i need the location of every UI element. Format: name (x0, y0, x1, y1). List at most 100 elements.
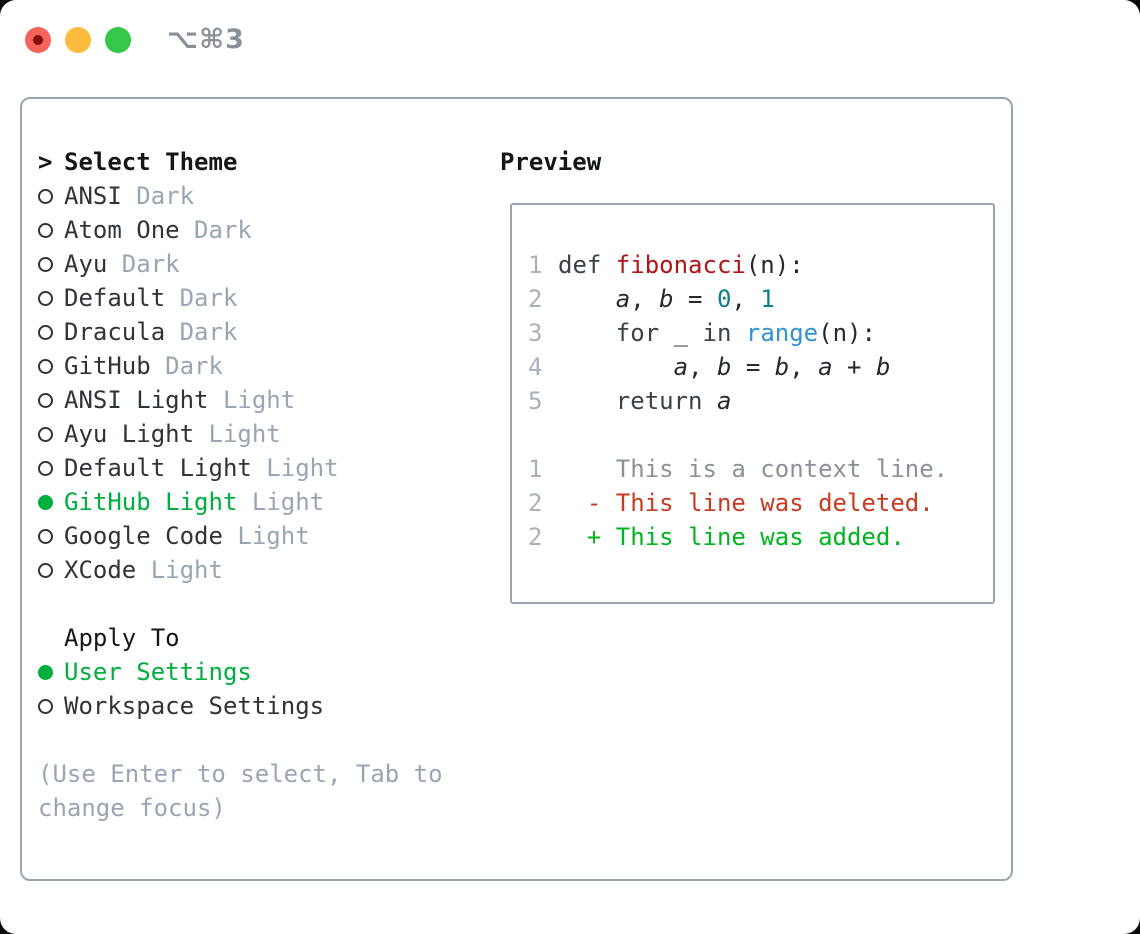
theme-option[interactable]: XCode Light (38, 553, 478, 587)
radio-icon (38, 358, 53, 374)
line-number: 3 (528, 319, 543, 347)
radio-icon (38, 562, 53, 578)
code-segment-plain (558, 387, 616, 415)
code-segment-plain: , (688, 353, 717, 381)
theme-option[interactable]: ANSI Dark (38, 179, 478, 213)
line-number: 4 (528, 353, 543, 381)
option-tag: Light (237, 488, 325, 516)
code-segment-context: This is a context line. (558, 455, 949, 483)
close-button[interactable] (25, 26, 51, 53)
code-segment-plain (558, 285, 616, 313)
option-label: GitHub Light (64, 488, 238, 516)
select-theme-title: Select Theme (64, 148, 238, 176)
code-segment-plain: , (731, 285, 761, 313)
code-segment-keyword: def (558, 251, 616, 279)
spacer (38, 723, 478, 757)
radio-icon (38, 256, 53, 272)
code-segment-number: 0 (716, 285, 732, 313)
apply-to-title: Apply To (64, 624, 180, 652)
option-label: Dracula (64, 318, 166, 346)
code-segment-keyword: for (615, 319, 660, 347)
radio-icon (38, 698, 53, 714)
code-segment-deleted: - This line was deleted. (558, 489, 934, 517)
apply-option[interactable]: User Settings (38, 655, 478, 689)
theme-option[interactable]: GitHub Light Light (38, 485, 478, 519)
code-segment-plain (558, 319, 616, 347)
radio-icon (38, 392, 53, 408)
option-label: Ayu (64, 250, 108, 278)
option-label: Default Light (64, 454, 252, 482)
option-label: Default (64, 284, 166, 312)
code-line: 3 for _ in range(n): (528, 319, 993, 353)
code-segment-plain: (n): (745, 251, 804, 279)
code-segment-function: fibonacci (615, 251, 746, 279)
theme-option[interactable]: Atom One Dark (38, 213, 478, 247)
theme-option[interactable]: Ayu Light Light (38, 417, 478, 451)
option-label: XCode (64, 556, 137, 584)
radio-icon (38, 528, 53, 544)
theme-option[interactable]: Default Dark (38, 281, 478, 315)
option-tag: Light (136, 556, 223, 584)
code-line: 2 + This line was added. (528, 523, 993, 557)
line-number: 2 (528, 489, 543, 517)
code-segment-keyword: in (702, 319, 732, 347)
code-segment-variable: b (716, 353, 732, 381)
radio-icon (38, 426, 53, 442)
radio-icon (38, 188, 53, 204)
zoom-button[interactable] (105, 26, 131, 53)
option-tag: Dark (150, 352, 223, 380)
code-segment-builtin: range (745, 319, 819, 347)
code-segment-plain: = (731, 353, 775, 381)
option-tag: Dark (121, 182, 195, 210)
option-tag: Dark (165, 284, 238, 312)
minimize-button[interactable] (65, 26, 91, 53)
select-theme-header: > Select Theme (38, 145, 478, 179)
code-segment-plain: = (673, 285, 717, 313)
option-tag: Dark (165, 318, 238, 346)
radio-icon (38, 290, 53, 306)
code-segment-plain: (n): (818, 319, 876, 347)
code-segment-variable: b (774, 353, 790, 381)
apply-to-header: Apply To (38, 621, 478, 655)
code-segment-plain: + (832, 353, 876, 381)
line-number: 2 (528, 285, 543, 313)
option-label: Google Code (64, 522, 223, 550)
apply-option[interactable]: Workspace Settings (38, 689, 478, 723)
line-number: 5 (528, 387, 543, 415)
titlebar: ⌥⌘3 (25, 24, 245, 55)
code-segment-variable: a (615, 285, 631, 313)
code-segment-variable: a (673, 353, 689, 381)
radio-selected-icon (38, 494, 53, 510)
code-segment-number: 1 (760, 285, 775, 313)
option-tag: Light (208, 386, 296, 414)
code-segment-variable: b (875, 353, 891, 381)
theme-option[interactable]: ANSI Light Light (38, 383, 478, 417)
theme-option[interactable]: Ayu Dark (38, 247, 478, 281)
spacer (38, 587, 478, 621)
code-segment-variable: a (818, 353, 833, 381)
code-segment-plain: _ (659, 319, 703, 347)
radio-icon (38, 460, 53, 476)
theme-option[interactable]: Dracula Dark (38, 315, 478, 349)
theme-option[interactable]: GitHub Dark (38, 349, 478, 383)
code-segment-plain (703, 387, 717, 415)
option-label: User Settings (64, 658, 252, 686)
code-segment-plain: , (789, 353, 819, 381)
theme-option[interactable]: Default Light Light (38, 451, 478, 485)
line-number: 2 (528, 523, 543, 551)
option-tag: Light (194, 420, 281, 448)
code-line: 5 return a (528, 387, 993, 421)
theme-option[interactable]: Google Code Light (38, 519, 478, 553)
code-segment-keyword: return (615, 387, 703, 415)
close-dot-icon (33, 34, 43, 45)
line-number: 1 (528, 251, 543, 279)
option-tag: Light (222, 522, 310, 550)
code-line: 2 - This line was deleted. (528, 489, 993, 523)
option-label: Ayu Light (64, 420, 195, 448)
radio-selected-icon (38, 664, 53, 680)
